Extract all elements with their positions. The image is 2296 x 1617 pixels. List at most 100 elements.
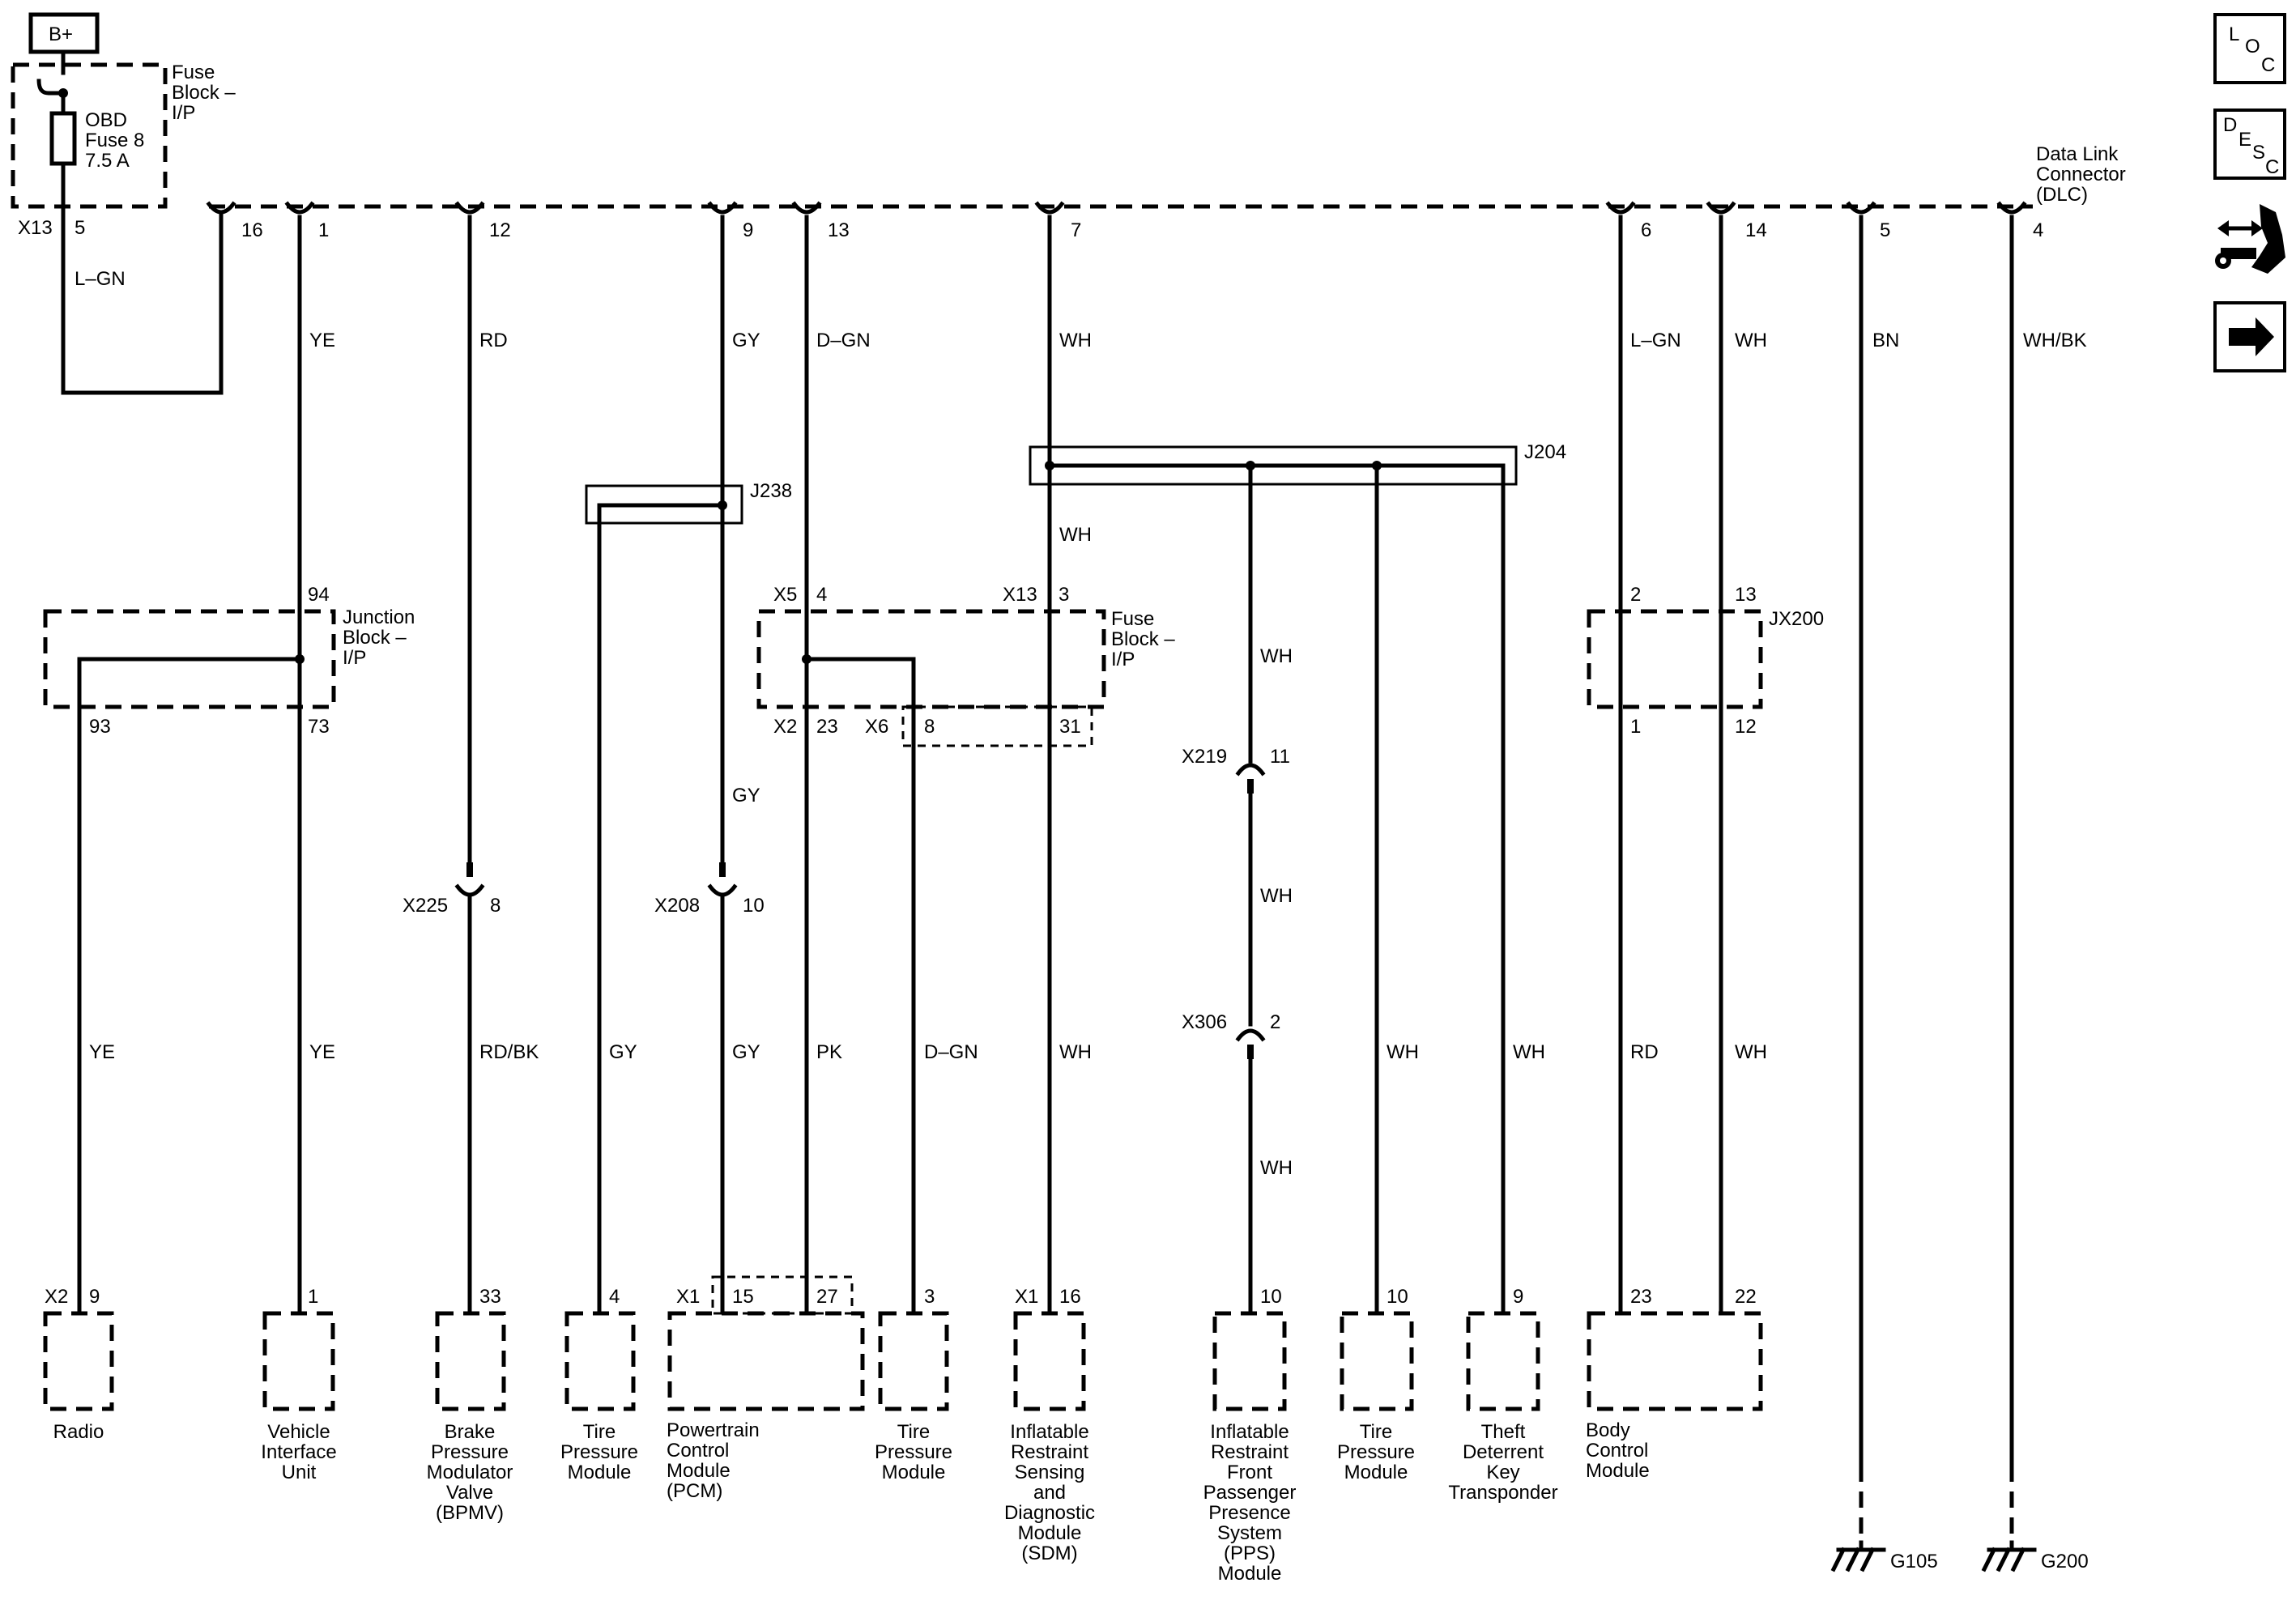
mod-tpm3-l3: Module (1344, 1462, 1408, 1483)
loc-letter-l: L (2229, 23, 2239, 45)
mod-viu-pin: 1 (308, 1286, 318, 1308)
wire-wh-1: WH (1059, 330, 1092, 351)
mod-tpm2-pin: 3 (924, 1286, 935, 1308)
fuse-block-top-title-3: I/P (172, 102, 195, 124)
fbm-x2: X2 (773, 716, 797, 738)
mod-pps-pin: 10 (1260, 1286, 1282, 1308)
next-arrow-icon[interactable] (2213, 301, 2286, 372)
wire-wh-5: WH (1260, 885, 1293, 907)
wire-wh-9: WH (1735, 330, 1767, 351)
mod-bpmv-pin: 33 (479, 1286, 501, 1308)
junction-block (43, 609, 336, 709)
mod-tpm3-pin: 10 (1387, 1286, 1408, 1308)
mod-tdkt-l4: Transponder (1448, 1482, 1557, 1504)
x306-label: X306 (1182, 1011, 1227, 1033)
wire-ye-2: YE (89, 1041, 115, 1063)
module-bcm (1587, 1311, 1763, 1411)
splice-j204 (1029, 445, 1518, 486)
fuse-wire-color: L–GN (75, 268, 126, 290)
loc-letter-o: O (2245, 36, 2260, 57)
fuse-label-1: OBD (85, 109, 127, 131)
splice-j238 (585, 484, 743, 525)
module-pps (1212, 1311, 1287, 1411)
wire-wh-8: WH (1513, 1041, 1545, 1063)
wire-gy-3: GY (732, 785, 760, 806)
mod-pps-l1: Inflatable (1210, 1421, 1289, 1443)
mod-tpm2-l3: Module (882, 1462, 946, 1483)
fuse-block-top (11, 62, 168, 209)
fbm-title-2: Block – (1111, 628, 1175, 650)
ground-icon-g200 (1981, 1540, 2037, 1572)
mod-sdm-conn: X1 (1015, 1286, 1038, 1308)
mod-tpm2-l2: Pressure (875, 1441, 952, 1463)
mod-radio-conn: X2 (45, 1286, 68, 1308)
fbm-x6: X6 (865, 716, 888, 738)
mod-pcm-pin2: 27 (816, 1286, 838, 1308)
wire-gy-1: GY (732, 330, 760, 351)
jx200-pin-c: 1 (1630, 716, 1641, 738)
fuse-label-3: 7.5 A (85, 150, 130, 172)
mod-pps-l5: Presence (1208, 1502, 1290, 1524)
mod-pcm-l1: Powertrain (667, 1419, 760, 1441)
wire-ye-1: YE (309, 330, 335, 351)
mod-bcm-l3: Module (1586, 1460, 1650, 1482)
wire-wh-7: WH (1387, 1041, 1419, 1063)
wire-dgn-1: D–GN (816, 330, 871, 351)
fuse-label-2: Fuse 8 (85, 130, 144, 151)
jx200-block (1587, 609, 1763, 709)
fbm-x5-pin: 4 (816, 584, 827, 606)
mod-tdkt-pin: 9 (1513, 1286, 1523, 1308)
mod-sdm-l3: Sensing (1015, 1462, 1085, 1483)
module-pcm (667, 1311, 865, 1411)
mod-bpmv-l1: Brake (445, 1421, 496, 1443)
fbm-x6-pin: 8 (924, 716, 935, 738)
desc-letter-s: S (2252, 142, 2265, 164)
fbm-x5: X5 (773, 584, 797, 606)
dlc-pin-4: 4 (2033, 219, 2043, 241)
mod-sdm-l5: Diagnostic (1004, 1502, 1095, 1524)
dlc-pin-13: 13 (828, 219, 850, 241)
wire-lgn: L–GN (1630, 330, 1681, 351)
mod-bcm-l1: Body (1586, 1419, 1630, 1441)
wire-wh-4: WH (1260, 645, 1293, 667)
mod-tpm1-l3: Module (568, 1462, 632, 1483)
mod-pcm-l4: (PCM) (667, 1480, 722, 1502)
wire-wh-6: WH (1260, 1157, 1293, 1179)
fbm-title-1: Fuse (1111, 608, 1154, 630)
x219-pin: 11 (1270, 746, 1290, 768)
dlc-pin-7: 7 (1071, 219, 1081, 241)
wire-whbk: WH/BK (2023, 330, 2087, 351)
mod-tpm3-l1: Tire (1360, 1421, 1392, 1443)
wire-rd-2: RD (1630, 1041, 1659, 1063)
mod-bpmv-l2: Pressure (431, 1441, 509, 1463)
module-tdkt (1466, 1311, 1540, 1411)
dlc-pin-1: 1 (318, 219, 329, 241)
loc-letter-c: C (2261, 54, 2275, 76)
mod-pcm-l3: Module (667, 1460, 731, 1482)
jb-title-2: Block – (343, 627, 407, 649)
mod-viu-l2: Interface (261, 1441, 336, 1463)
x208-pin: 10 (743, 895, 765, 917)
mod-tpm3-l2: Pressure (1337, 1441, 1415, 1463)
x306-pin: 2 (1270, 1011, 1280, 1033)
ground-g105: G105 (1890, 1551, 1938, 1572)
connector-tool-icon[interactable] (2215, 204, 2285, 274)
wire-pk: PK (816, 1041, 842, 1063)
module-sdm (1013, 1311, 1086, 1411)
x225-pin: 8 (490, 895, 501, 917)
mod-tpm1-l2: Pressure (560, 1441, 638, 1463)
mod-tpm1-l1: Tire (583, 1421, 616, 1443)
jb-title-1: Junction (343, 606, 415, 628)
loc-icon[interactable]: L O C (2213, 13, 2286, 84)
fbm-x13-pin: 3 (1059, 584, 1069, 606)
fuse-conn-label: X13 (18, 217, 53, 239)
fuse-block-top-title-2: Block – (172, 82, 236, 104)
mod-pps-l4: Passenger (1203, 1482, 1297, 1504)
dlc-pin-5: 5 (1880, 219, 1890, 241)
fuse-block-top-title-1: Fuse (172, 62, 215, 83)
mod-radio-pin: 9 (89, 1286, 100, 1308)
fbm-title-3: I/P (1111, 649, 1135, 670)
mod-tpm2-l1: Tire (897, 1421, 930, 1443)
wire-gy-4: GY (732, 1041, 760, 1063)
desc-icon[interactable]: D E S C (2213, 109, 2286, 180)
